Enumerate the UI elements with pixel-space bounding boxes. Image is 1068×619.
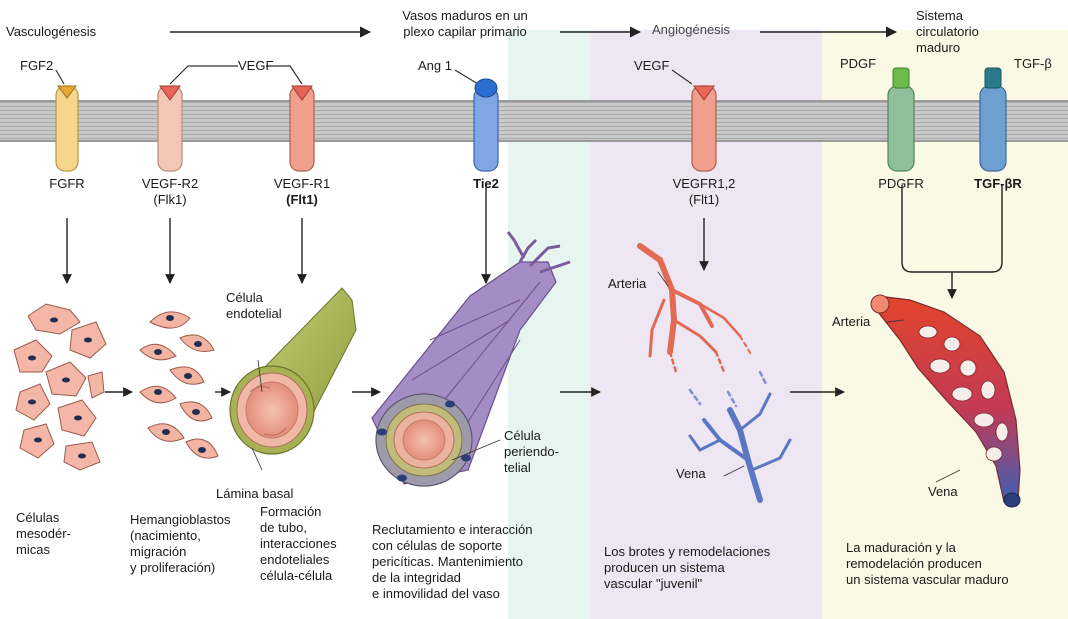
receptor-vegfr2-line-2: (Flk1) <box>130 192 210 208</box>
stage-mature-system-line-2: circulatorio <box>916 24 979 40</box>
receptor-fgfr-line-1: FGFR <box>37 176 97 192</box>
annotation-vena-juvenile: Vena <box>676 466 706 482</box>
receptor-vegfr12-label: VEGFR1,2 (Flt1) <box>664 176 744 208</box>
receptor-tie2-line-1: Tie2 <box>456 176 516 192</box>
caption-reclutamiento: Reclutamiento e interacción con células … <box>372 522 532 602</box>
caption-hemangioblastos-line-3: migración <box>130 544 230 560</box>
receptor-vegfr1-label: VEGF-R1 (Flt1) <box>262 176 342 208</box>
caption-reclutamiento-line-4: de la integridad <box>372 570 532 586</box>
caption-maduracion-line-3: un sistema vascular maduro <box>846 572 1009 588</box>
annotation-lamina-basal: Lámina basal <box>216 486 293 502</box>
caption-mesodermicas-line-3: micas <box>16 542 71 558</box>
tie2-receptor <box>474 79 498 171</box>
ligand-pdgf: PDGF <box>840 56 876 72</box>
caption-tubo-line-3: interacciones <box>260 536 337 552</box>
caption-tubo-line-5: célula-célula <box>260 568 337 584</box>
stage-mature-vessels-line-1: Vasos maduros en un <box>380 8 550 24</box>
caption-reclutamiento-line-2: con células de soporte <box>372 538 532 554</box>
caption-mesodermicas: Células mesodér- micas <box>16 510 71 558</box>
receptor-pdgfr-line-1: PDGFR <box>866 176 936 192</box>
caption-maduracion-line-1: La maduración y la <box>846 540 1009 556</box>
caption-brotes-line-1: Los brotes y remodelaciones <box>604 544 770 560</box>
annotation-periendotelial-line-1: Célula <box>504 428 559 444</box>
caption-reclutamiento-line-3: pericíticas. Mantenimiento <box>372 554 532 570</box>
annotation-periendotelial-line-2: periendo- <box>504 444 559 460</box>
receptor-tgfbr-line-1: TGF-βR <box>958 176 1038 192</box>
caption-hemangioblastos-line-4: y proliferación) <box>130 560 230 576</box>
caption-tubo-line-2: de tubo, <box>260 520 337 536</box>
ligand-tgfb: TGF-β <box>1014 56 1052 72</box>
annotation-arteria-mature: Arteria <box>832 314 870 330</box>
vegfr1-receptor <box>290 86 314 171</box>
caption-mesodermicas-line-2: mesodér- <box>16 526 71 542</box>
hemangioblast-cells <box>140 312 218 458</box>
stage-mature-vessels-line-2: plexo capilar primario <box>380 24 550 40</box>
receptor-vegfr12-line-2: (Flt1) <box>664 192 744 208</box>
stage-mature-system-line-3: maduro <box>916 40 979 56</box>
vegf-fork-left <box>170 66 238 84</box>
ligand-vegf-left: VEGF <box>238 58 273 74</box>
caption-tubo-line-4: endoteliales <box>260 552 337 568</box>
caption-tubo-line-1: Formación <box>260 504 337 520</box>
receptor-vegfr2-label: VEGF-R2 (Flk1) <box>130 176 210 208</box>
stage-angiogenesis: Angiogénesis <box>652 22 730 38</box>
caption-maduracion: La maduración y la remodelación producen… <box>846 540 1009 588</box>
caption-reclutamiento-line-5: e inmovilidad del vaso <box>372 586 532 602</box>
ligand-fgf2: FGF2 <box>20 58 53 74</box>
annotation-vena-mature: Vena <box>928 484 958 500</box>
stage-vasculogenesis: Vasculogénesis <box>6 24 96 40</box>
ligand-vegf-right: VEGF <box>634 58 669 74</box>
caption-hemangioblastos-line-2: (nacimiento, <box>130 528 230 544</box>
caption-reclutamiento-line-1: Reclutamiento e interacción <box>372 522 532 538</box>
annotation-celula-endotelial-line-1: Célula <box>226 290 282 306</box>
receptor-pdgfr-label: PDGFR <box>866 176 936 192</box>
annotation-periendotelial-line-3: telial <box>504 460 559 476</box>
caption-brotes-line-3: vascular "juvenil" <box>604 576 770 592</box>
caption-mesodermicas-line-1: Células <box>16 510 71 526</box>
receptor-tgfbr-label: TGF-βR <box>958 176 1038 192</box>
mesodermal-cells <box>14 304 106 470</box>
vegfr12-receptor <box>692 86 716 171</box>
receptor-vegfr1-line-1: VEGF-R1 <box>262 176 342 192</box>
vegfr2-receptor <box>158 86 182 171</box>
caption-maduracion-line-2: remodelación producen <box>846 556 1009 572</box>
receptor-vegfr12-line-1: VEGFR1,2 <box>664 176 744 192</box>
caption-tubo: Formación de tubo, interacciones endotel… <box>260 504 337 584</box>
stage-mature-system-line-1: Sistema <box>916 8 979 24</box>
caption-hemangioblastos: Hemangioblastos (nacimiento, migración y… <box>130 512 230 576</box>
annotation-arteria-juvenile: Arteria <box>608 276 646 292</box>
stage-mature-system: Sistema circulatorio maduro <box>916 8 979 56</box>
annotation-celula-periendotelial: Célula periendo- telial <box>504 428 559 476</box>
receptor-vegfr2-line-1: VEGF-R2 <box>130 176 210 192</box>
caption-hemangioblastos-line-1: Hemangioblastos <box>130 512 230 528</box>
receptor-tie2-label: Tie2 <box>456 176 516 192</box>
fgfr-receptor <box>56 86 78 171</box>
receptor-vegfr1-line-2: (Flt1) <box>262 192 342 208</box>
caption-brotes-line-2: producen un sistema <box>604 560 770 576</box>
ligand-ang1: Ang 1 <box>418 58 452 74</box>
annotation-celula-endotelial-line-2: endotelial <box>226 306 282 322</box>
receptor-fgfr-label: FGFR <box>37 176 97 192</box>
stage-mature-vessels: Vasos maduros en un plexo capilar primar… <box>380 8 550 40</box>
annotation-celula-endotelial: Célula endotelial <box>226 290 282 322</box>
caption-brotes: Los brotes y remodelaciones producen un … <box>604 544 770 592</box>
